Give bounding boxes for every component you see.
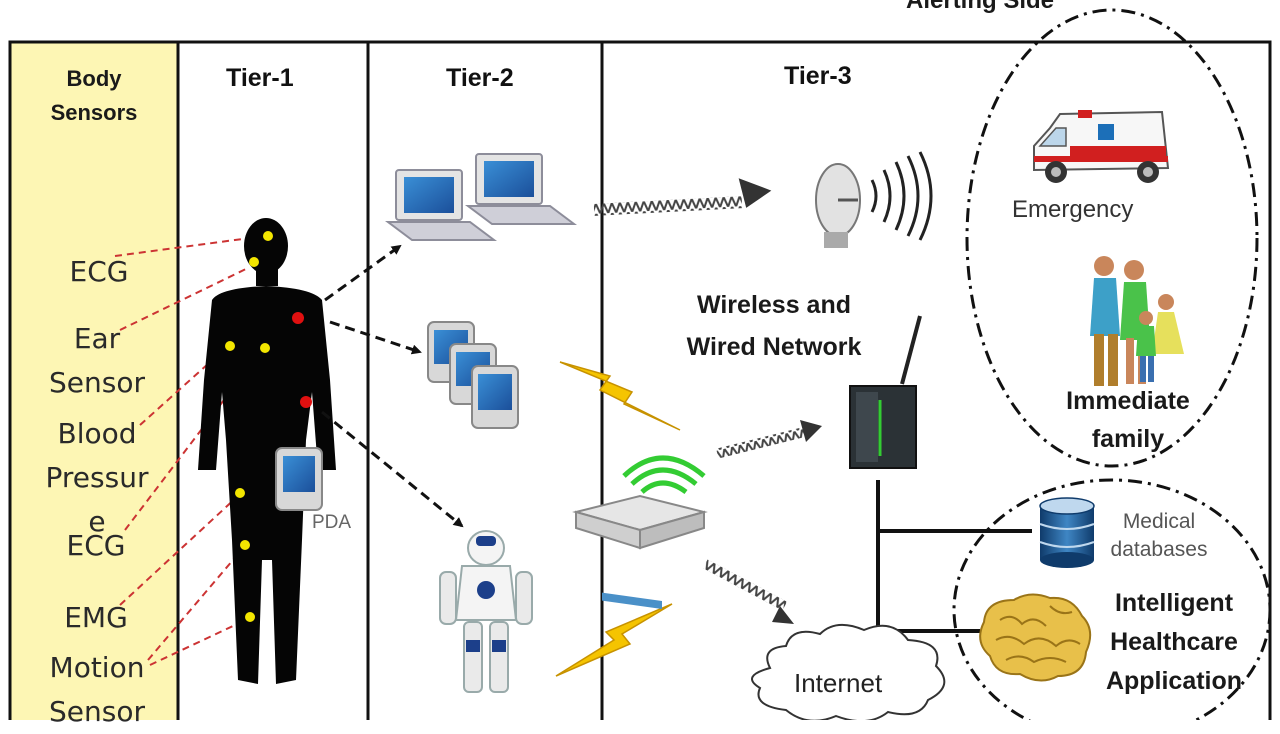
tier3-header: Tier-3	[784, 62, 852, 90]
databases-label: Medical databases	[1110, 510, 1208, 561]
family-icon	[1090, 256, 1184, 386]
lightning-icon	[555, 361, 681, 677]
sensor-label-emg: EMG	[64, 601, 128, 634]
alerting-side-title: Alerting Side	[906, 0, 1055, 14]
laptop-icon	[385, 169, 497, 241]
emergency-label: Emergency	[1012, 196, 1134, 223]
sensor-label-blood-pressure: Blood Pressur e	[45, 417, 149, 538]
pda-stack-icon	[427, 321, 519, 429]
healthcare-app-ellipse	[952, 478, 1272, 720]
pda-device	[275, 447, 323, 511]
tier1-to-tier2-arrows	[321, 244, 464, 528]
healthcare-app-label: Intelligent Healthcare Application	[1105, 589, 1243, 695]
robot-icon	[439, 530, 533, 693]
wireless-link-arrows	[593, 178, 822, 624]
database-icon	[1039, 497, 1095, 568]
body-sensors-header: Body Sensors	[50, 66, 138, 125]
body-sensors-panel	[8, 40, 180, 720]
sensor-label-ecg-2: ECG	[66, 529, 126, 562]
sensor-label-ear-sensor: Ear Sensor	[49, 322, 145, 399]
brain-icon	[979, 593, 1092, 682]
pda-label: PDA	[312, 512, 352, 533]
alerting-side-ellipse	[965, 8, 1259, 468]
network-server-icon	[849, 315, 922, 469]
sensor-label-ecg: ECG	[69, 255, 129, 288]
family-label: Immediate family	[1066, 387, 1190, 453]
diagram-frame	[176, 40, 1272, 720]
internet-cloud-icon	[751, 623, 946, 720]
laptop-icon	[465, 153, 577, 225]
sensor-label-motion-sensor: Motion Sensor	[49, 651, 145, 728]
tier1-header: Tier-1	[226, 64, 294, 92]
wireless-router-icon	[572, 455, 708, 610]
satellite-dish-icon	[815, 151, 933, 248]
network-label: Wireless and Wired Network	[686, 291, 862, 361]
ambulance-icon	[1033, 110, 1170, 183]
internet-label: Internet	[794, 668, 883, 698]
tier2-header: Tier-2	[446, 64, 514, 92]
sensor-dots	[225, 231, 312, 622]
